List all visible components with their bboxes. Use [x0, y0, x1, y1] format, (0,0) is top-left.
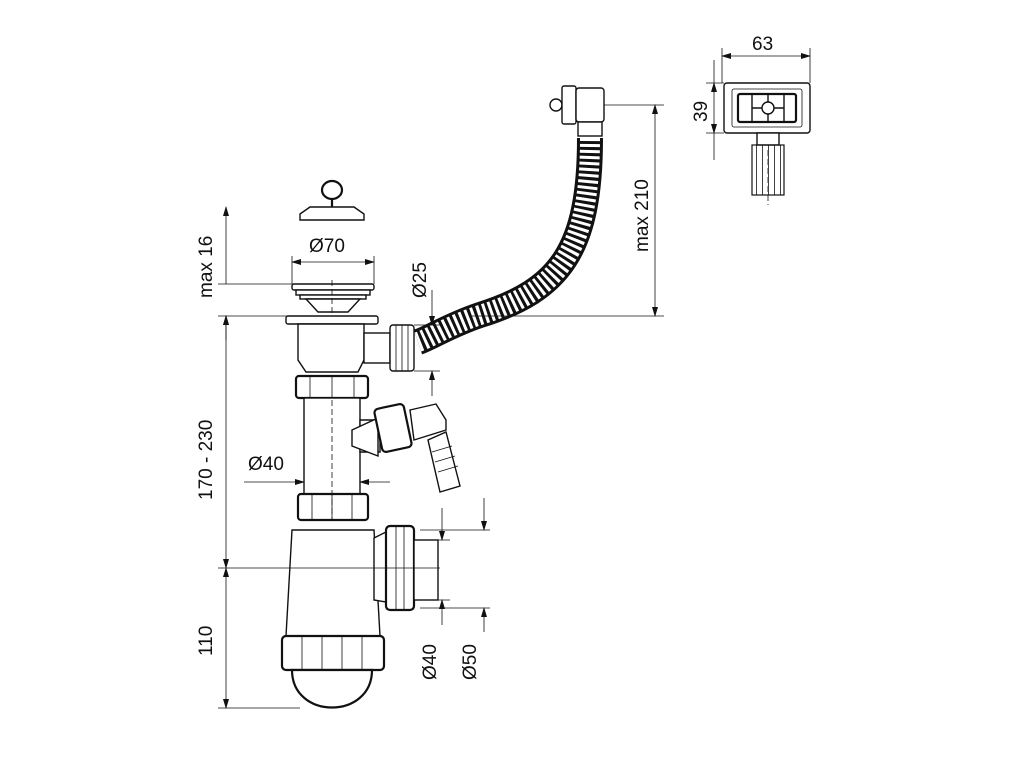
pipe-diameter-label: Ø40	[248, 454, 284, 475]
strainer-diameter-label: Ø70	[309, 236, 345, 257]
outlet-diameter-small-label: Ø40	[420, 644, 441, 680]
hose-diameter-label: Ø25	[410, 262, 431, 298]
trap-height-label: 110	[196, 626, 217, 656]
overflow-width-label: 63	[752, 34, 773, 55]
strainer-plug: max 16 Ø70	[196, 179, 375, 340]
trap-adjust-height-label: 170 - 230	[196, 420, 217, 500]
siphon-body: Ø25 Ø40	[244, 262, 461, 522]
outlet-diameter-large-label: Ø50	[460, 644, 481, 680]
overflow-height-label: 39	[691, 101, 712, 122]
overflow-unit: 63 39	[691, 34, 811, 205]
hose-length-label: max 210	[632, 179, 653, 252]
plug-height-label: max 16	[196, 236, 217, 298]
bottle-trap: 170 - 230 110 Ø40 Ø50	[196, 315, 490, 709]
overflow-hose: max 210	[413, 85, 664, 355]
